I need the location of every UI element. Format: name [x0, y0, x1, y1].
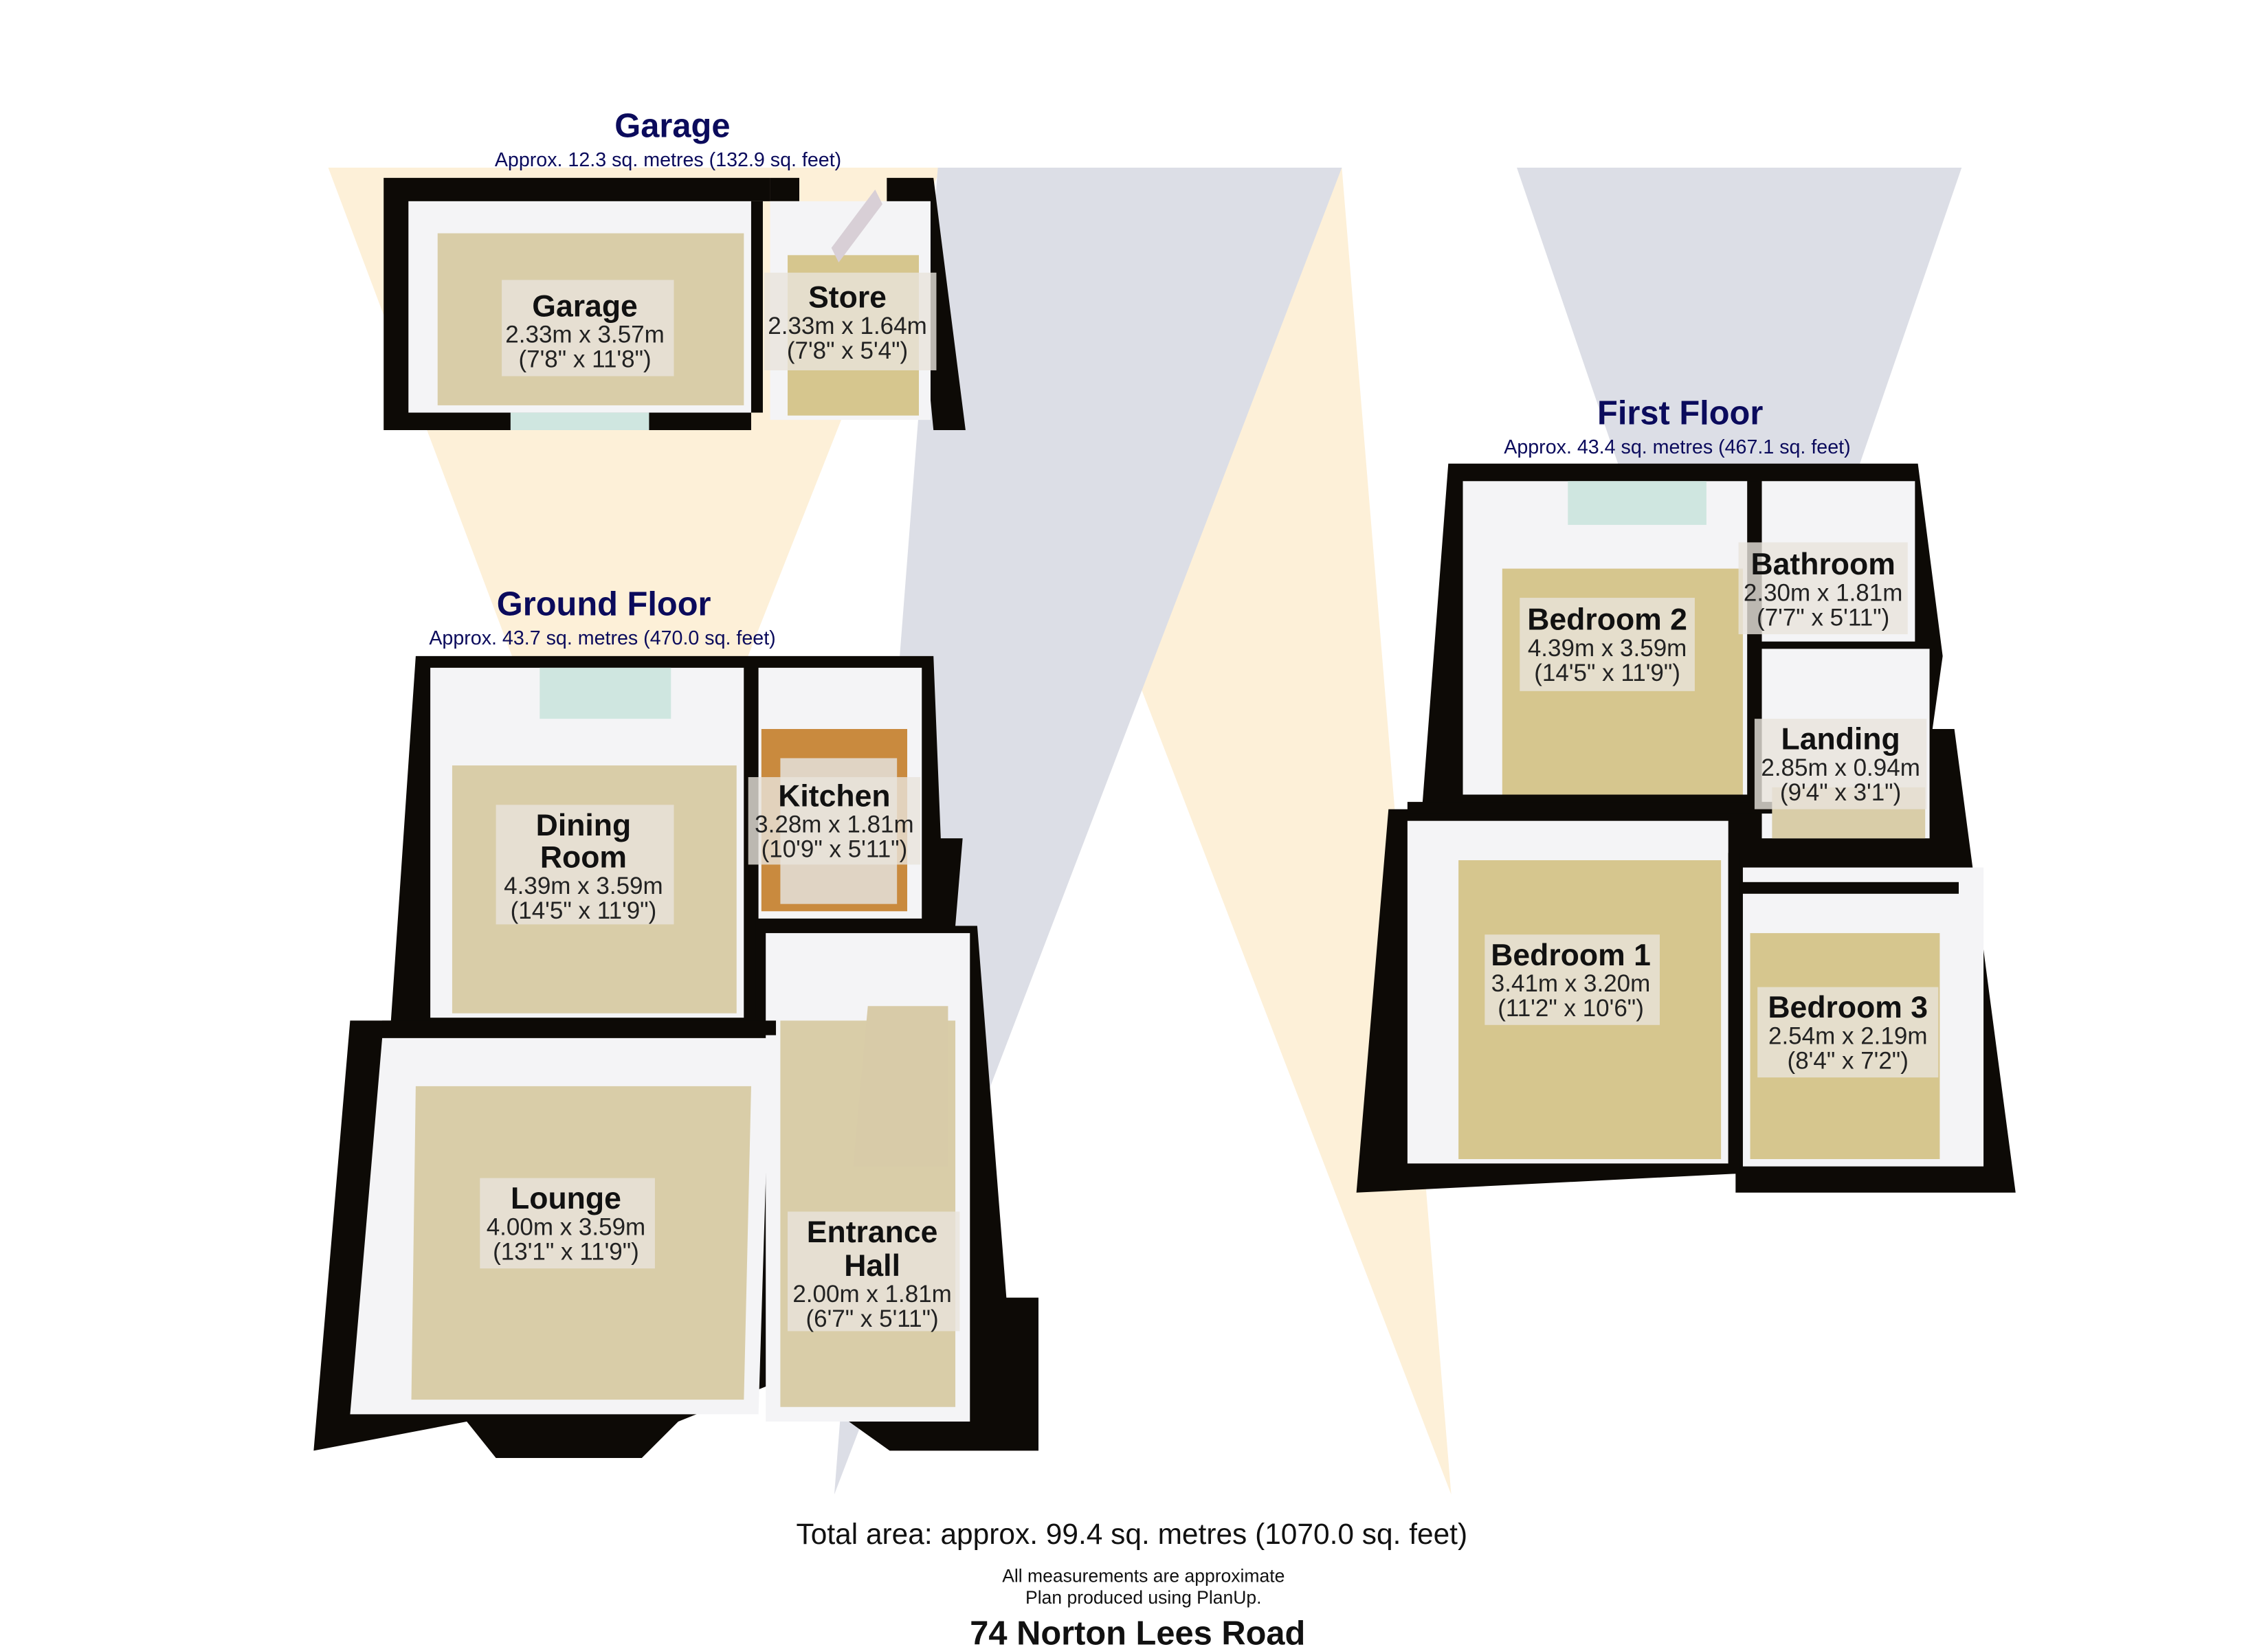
room-name-line: Entrance — [807, 1215, 938, 1249]
produced-by: Plan produced using PlanUp. — [1025, 1587, 1261, 1608]
property-address: 74 Norton Lees Road — [970, 1615, 1305, 1649]
room-label-landing: Landing 2.85m x 0.94m (9'4" x 3'1") — [1754, 719, 1927, 809]
room-label-bedroom-1: Bedroom 1 3.41m x 3.20m (11'2" x 10'6") — [1485, 934, 1660, 1025]
room-name: Bedroom 1 — [1491, 939, 1651, 972]
room-dimensions-metric: 2.00m x 1.81m — [792, 1281, 952, 1308]
room-dimensions-metric: 3.28m x 1.81m — [755, 811, 913, 838]
room-dimensions-metric: 2.33m x 1.64m — [768, 313, 926, 339]
room-label-garage: Garage 2.33m x 3.57m (7'8" x 11'8") — [502, 280, 674, 377]
first-floor-plan — [1356, 463, 2016, 1193]
room-dimensions-imperial: (7'8" x 11'8") — [518, 346, 651, 373]
room-dimensions-metric: 2.54m x 2.19m — [1768, 1022, 1927, 1049]
room-label-lounge: Lounge 4.00m x 3.59m (13'1" x 11'9") — [480, 1178, 655, 1269]
room-dimensions-imperial: (9'4" x 3'1") — [1780, 779, 1901, 806]
room-name: Landing — [1781, 723, 1900, 756]
room-dimensions-metric: 2.33m x 3.57m — [505, 322, 665, 348]
room-dimensions-imperial: (11'2" x 10'6") — [1498, 995, 1644, 1022]
room-name: Store — [808, 281, 887, 315]
room-name: Bedroom 2 — [1527, 603, 1687, 637]
room-dimensions-metric: 4.00m x 3.59m — [487, 1213, 646, 1240]
first-floor-title: First Floor — [1597, 395, 1763, 432]
room-dimensions-metric: 4.39m x 3.59m — [1528, 635, 1687, 662]
room-label-store: Store 2.33m x 1.64m (7'8" x 5'4") — [764, 272, 937, 370]
room-dimensions-imperial: (7'7" x 5'11") — [1757, 604, 1889, 631]
room-label-kitchen: Kitchen 3.28m x 1.81m (10'9" x 5'11") — [748, 777, 921, 865]
room-dimensions-imperial: (7'8" x 5'4") — [787, 337, 908, 364]
first-floor-area: Approx. 43.4 sq. metres (467.1 sq. feet) — [1504, 436, 1850, 458]
garage-floor-area: Approx. 12.3 sq. metres (132.9 sq. feet) — [495, 149, 841, 171]
room-label-entrance-hall: Entrance Hall 2.00m x 1.81m (6'7" x 5'11… — [788, 1211, 960, 1332]
room-name-line: Hall — [844, 1249, 900, 1283]
room-label-bedroom-2: Bedroom 2 4.39m x 3.59m (14'5" x 11'9") — [1520, 598, 1695, 691]
total-area: Total area: approx. 99.4 sq. metres (107… — [797, 1518, 1468, 1550]
disclaimer: All measurements are approximate — [1002, 1565, 1285, 1586]
room-dimensions-metric: 4.39m x 3.59m — [504, 873, 663, 899]
room-name: Lounge — [511, 1182, 621, 1215]
room-name: Bedroom 3 — [1768, 991, 1928, 1024]
ground-floor-title: Ground Floor — [497, 585, 711, 622]
room-dimensions-metric: 2.85m x 0.94m — [1761, 754, 1920, 781]
room-name: Kitchen — [778, 779, 890, 813]
room-name-line: Room — [540, 841, 627, 875]
room-dimensions-metric: 2.30m x 1.81m — [1744, 579, 1903, 606]
room-dimensions-imperial: (13'1" x 11'9") — [493, 1238, 639, 1265]
ground-floor-area: Approx. 43.7 sq. metres (470.0 sq. feet) — [429, 627, 775, 649]
room-name: Garage — [532, 289, 638, 323]
ground-floor-plan — [313, 655, 1039, 1459]
room-label-bathroom: Bathroom 2.30m x 1.81m (7'7" x 5'11") — [1738, 542, 1908, 635]
room-dimensions-imperial: (10'9" x 5'11") — [761, 836, 908, 863]
room-dimensions-imperial: (14'5" x 11'9") — [1534, 660, 1680, 686]
garage-floor-title: Garage — [614, 107, 730, 144]
room-dimensions-metric: 3.41m x 3.20m — [1491, 970, 1651, 997]
room-label-bedroom-3: Bedroom 3 2.54m x 2.19m (8'4" x 7'2") — [1757, 987, 1939, 1078]
room-dimensions-imperial: (8'4" x 7'2") — [1788, 1047, 1909, 1074]
room-name-line: Dining — [536, 809, 632, 842]
room-dimensions-imperial: (14'5" x 11'9") — [511, 897, 657, 924]
room-name: Bathroom — [1750, 548, 1895, 581]
room-label-dining-room: Dining Room 4.39m x 3.59m (14'5" x 11'9"… — [496, 805, 674, 925]
room-dimensions-imperial: (6'7" x 5'11") — [805, 1305, 938, 1332]
